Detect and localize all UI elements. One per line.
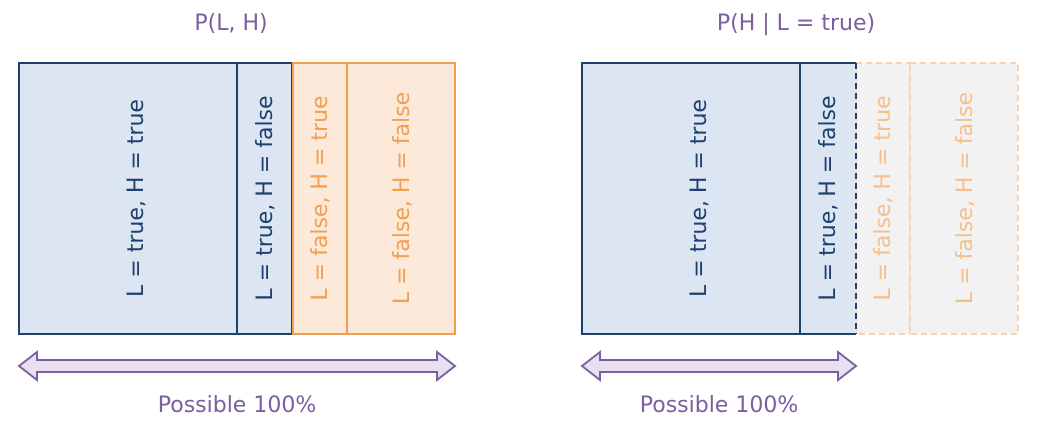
left-panel: P(L, H) L = true, H = true L = true, H =…: [17, 11, 457, 418]
right-segment-false-true: L = false, H = true: [855, 62, 911, 335]
right-segment-true-true: L = true, H = true: [581, 62, 801, 335]
right-segment-true-false: L = true, H = false: [799, 62, 857, 335]
right-segment-false-false: L = false, H = false: [909, 62, 1019, 335]
right-arrow-label: Possible 100%: [640, 393, 798, 418]
right-segment-true-false-label: L = true, H = false: [816, 95, 841, 300]
left-arrow-label: Possible 100%: [158, 393, 316, 418]
right-segment-false-true-label: L = false, H = true: [871, 95, 896, 300]
left-segment-true-false-label: L = true, H = false: [253, 95, 278, 300]
left-segment-false-true-label: L = false, H = true: [308, 95, 333, 300]
left-segment-true-true-label: L = true, H = true: [124, 99, 149, 297]
left-double-arrow: [17, 349, 457, 383]
right-double-arrow: [580, 349, 858, 383]
left-panel-title: P(L, H): [194, 11, 267, 36]
left-segment-false-false-label: L = false, H = false: [390, 92, 415, 304]
left-segment-true-true: L = true, H = true: [18, 62, 238, 335]
left-segment-false-true: L = false, H = true: [292, 62, 348, 335]
right-segment-true-true-label: L = true, H = true: [687, 99, 712, 297]
right-panel: P(H | L = true) L = false, H = true L = …: [580, 11, 1019, 418]
right-panel-title: P(H | L = true): [717, 11, 875, 36]
left-segment-true-false: L = true, H = false: [236, 62, 293, 335]
right-segment-false-false-label: L = false, H = false: [953, 92, 978, 304]
left-segment-false-false: L = false, H = false: [346, 62, 456, 335]
